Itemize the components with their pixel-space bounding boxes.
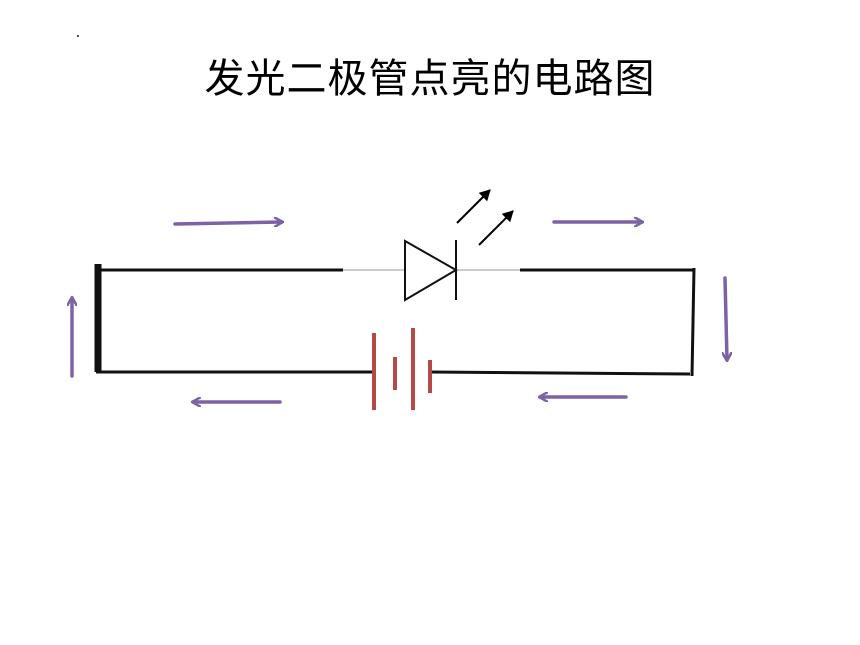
- page-title: 发光二极管点亮的电路图: [204, 56, 656, 102]
- wire-right: [690, 267, 696, 377]
- current-direction-arrows: [72, 222, 727, 402]
- led-symbol: [404, 239, 458, 302]
- light-arrow-2: [478, 210, 514, 246]
- current-arrow-right: [725, 276, 727, 360]
- battery-symbol: [372, 328, 432, 410]
- stray-dot: [77, 35, 79, 37]
- circuit-wires: [94, 264, 696, 377]
- light-arrow-1: [456, 189, 491, 224]
- diode-triangle: [404, 239, 458, 302]
- wire-bottom-right: [429, 370, 691, 376]
- current-arrow-top-left: [173, 222, 282, 224]
- light-emission-arrows: [456, 189, 514, 246]
